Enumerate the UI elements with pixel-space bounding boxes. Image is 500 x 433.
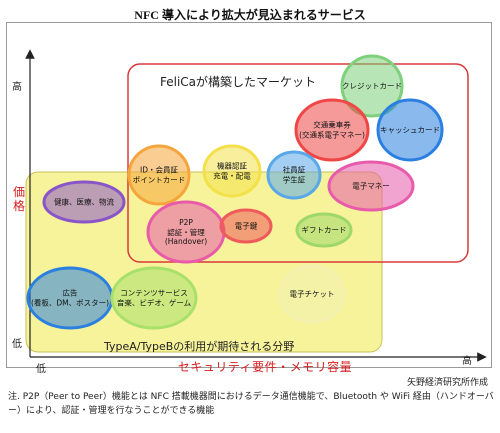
bubble-label-line: 充電・配電 [213, 171, 251, 180]
bubble-label-e-ticket: 電子チケット [290, 289, 335, 299]
bubble-gift-card [295, 212, 353, 248]
bubble-label-line: P2P [179, 217, 193, 227]
bubble-label-line: 社員証 [282, 165, 306, 175]
x-axis-title: セキュリティ要件・メモリ容量 [177, 360, 353, 374]
bubble-label-cash-card: キャッシュカード [380, 125, 440, 135]
bubble-label-id-member-card: ID・会員証ポイントカード [133, 166, 186, 185]
bubble-label-line: 電子マネー [352, 181, 390, 191]
bubble-label-line: (Handover) [164, 236, 208, 246]
y-axis-title: 価格 [12, 185, 25, 213]
y-axis-high-label: 高 [12, 82, 22, 93]
bubble-label-transit-ticket: 交通乗車券(交通系電子マネー) [299, 121, 365, 140]
bubble-label-line: キャッシュカード [380, 125, 440, 135]
bubble-e-ticket [278, 264, 346, 324]
bubble-label-advertising: 広告(看板、DM、ポスター) [31, 289, 109, 308]
bubble-label-line: 広告 [62, 288, 78, 298]
bubble-transit-ticket [294, 98, 370, 162]
bubble-label-line: 認証・管理 [167, 227, 205, 237]
bubble-label-device-auth: 機器認証充電・配電 [213, 162, 251, 181]
bubble-content-services [110, 266, 198, 330]
bubble-label-e-money: 電子マネー [352, 181, 390, 191]
x-axis-low-label: 低 [36, 364, 46, 375]
bubble-label-gift-card: ギフトカード [302, 225, 347, 235]
typeab-region-label: TypeA/TypeBの利用が期待される分野 [104, 340, 295, 353]
bubble-label-employee-id: 社員証学生証 [283, 166, 306, 185]
y-axis-low-label: 低 [12, 339, 22, 350]
bubble-e-key [219, 208, 273, 244]
bubble-label-line: 健康、医療、物流 [54, 197, 114, 207]
bubble-cash-card [376, 98, 444, 162]
bubble-label-line: コンテンツサービス [120, 288, 188, 298]
chart-title: NFC 導入により拡大が見込まれるサービス [134, 8, 366, 22]
bubble-label-line: 交通乗車券 [313, 120, 351, 130]
source-credit: 矢野経済研究所作成 [406, 378, 488, 388]
x-axis-high-label: 高 [462, 356, 472, 367]
bubble-e-money [327, 160, 415, 212]
diagram-frame [6, 22, 492, 368]
bubble-label-line: 機器認証 [217, 161, 247, 171]
bubble-label-line: (交通系電子マネー) [299, 130, 365, 139]
bubble-label-line: 電子チケット [289, 289, 335, 299]
felica-region [127, 63, 469, 263]
bubble-label-line: (看板、DM、ポスター) [30, 298, 110, 307]
footnote: 注. P2P（Peer to Peer）機能とは NFC 搭載機器間におけるデー… [8, 392, 494, 416]
bubble-label-line: ギフトカード [301, 225, 347, 235]
bubble-label-content-services: コンテンツサービス音楽、ビデオ、ゲーム [117, 289, 191, 308]
bubble-id-member-card [127, 144, 191, 206]
bubble-label-credit-card: クレジットカード [342, 81, 402, 91]
bubble-label-line: ポイントカード [132, 175, 186, 184]
bubble-label-e-key: 電子鍵 [235, 221, 258, 231]
bubble-label-line: 音楽、ビデオ、ゲーム [116, 298, 192, 307]
bubble-label-line: 電子鍵 [234, 221, 258, 231]
bubble-label-health-medical: 健康、医療、物流 [54, 197, 114, 207]
bubble-health-medical [42, 180, 126, 224]
bubble-label-line: 学生証 [282, 175, 306, 184]
bubble-label-line: ID・会員証 [140, 165, 178, 175]
bubble-credit-card [340, 54, 404, 118]
bubble-device-auth [202, 144, 262, 198]
positioning-map [25, 49, 487, 362]
bubble-employee-id [266, 150, 322, 200]
felica-region-label: FeliCaが構築したマーケット [160, 75, 317, 89]
bubble-label-line: クレジットカード [342, 81, 402, 91]
